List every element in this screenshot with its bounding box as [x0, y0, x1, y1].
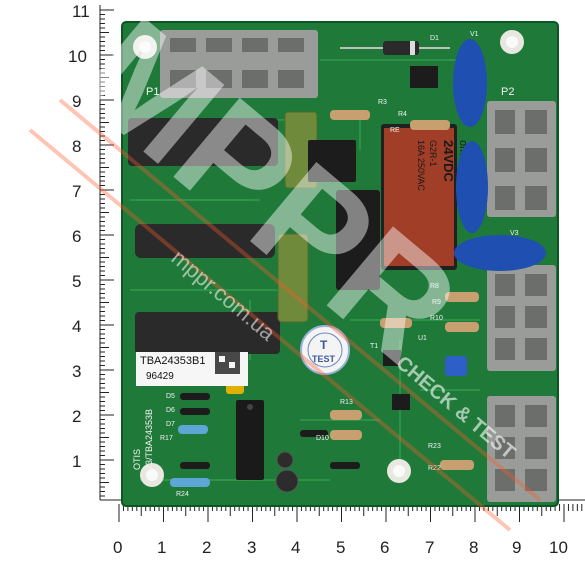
connector-right-top — [487, 101, 556, 217]
ruler-h-6: 6 — [380, 538, 389, 557]
part-number: TBA24353B1 — [140, 355, 205, 367]
ruler-v-10: 10 — [68, 47, 87, 66]
ruler-h-10: 10 — [549, 538, 568, 557]
ruler-h-3: 3 — [247, 538, 256, 557]
ruler-v-11: 11 — [72, 2, 90, 21]
relay-rating: 16A 250VAC — [416, 140, 426, 191]
ruler-h-9: 9 — [512, 538, 521, 557]
ref-d10: D10 — [316, 435, 329, 442]
ruler-v-1: 1 — [72, 452, 81, 471]
black-component — [336, 190, 380, 290]
mounting-hole-bm — [387, 459, 411, 483]
ref-d4: D4 — [166, 379, 175, 386]
ref-d6: D6 — [166, 407, 175, 414]
ruler-v-2: 2 — [72, 407, 81, 426]
mounting-hole-tl — [133, 35, 157, 59]
ruler-v-5: 5 — [72, 272, 81, 291]
ref-r3: R3 — [378, 99, 387, 106]
omron-relay — [381, 124, 457, 270]
test-sticker-letter: T — [320, 338, 328, 352]
varistor-v2 — [456, 141, 488, 233]
ref-r4: R4 — [398, 111, 407, 118]
ruler-h-4: 4 — [291, 538, 300, 557]
varistor-v1 — [453, 39, 487, 127]
ref-d1: D1 — [430, 35, 439, 42]
ref-v1: V1 — [470, 31, 479, 38]
ruler-v-3: 3 — [72, 362, 81, 381]
connector-p1-label: P1 — [146, 86, 159, 98]
test-sticker — [300, 325, 350, 375]
transistor-top — [410, 66, 438, 88]
ruler-v-4: 4 — [72, 317, 81, 336]
horizontal-ruler: 0 1 2 3 4 5 6 7 8 9 10 — [100, 499, 585, 557]
connector-p2-label: P2 — [501, 86, 514, 98]
serial-number: 96429 — [146, 371, 174, 382]
ruler-h-5: 5 — [336, 538, 345, 557]
ref-re: RE — [390, 127, 400, 134]
ruler-h-7: 7 — [425, 538, 434, 557]
connector-right-middle — [487, 265, 556, 371]
diode-d1 — [340, 41, 450, 55]
ref-r22: R22 — [428, 465, 441, 472]
transistor-t1 — [383, 350, 401, 366]
small-resistors — [170, 110, 479, 487]
ruler-h-8: 8 — [469, 538, 478, 557]
transistor-2 — [392, 394, 410, 410]
ref-d5: D5 — [166, 393, 175, 400]
ref-r10: R10 — [430, 315, 443, 322]
ruler-h-0: 0 — [113, 538, 122, 557]
ruler-v-9: 9 — [72, 92, 81, 111]
ref-t1: T1 — [370, 343, 378, 350]
test-sticker-word: TEST — [312, 354, 336, 364]
ref-r17: R17 — [160, 435, 173, 442]
relay-model: G2R-1 — [428, 140, 438, 167]
relay-voltage: 24VDC — [441, 140, 456, 183]
ref-r24: R24 — [176, 491, 189, 498]
ref-r8: R8 — [430, 283, 439, 290]
silk-otis: OTIS — [132, 449, 142, 470]
ruler-v-8: 8 — [72, 137, 81, 156]
varistor-v3 — [454, 235, 546, 271]
transistor-to220 — [308, 140, 356, 182]
ref-u1: U1 — [418, 335, 427, 342]
ref-r23: R23 — [428, 443, 441, 450]
vertical-ruler: 11 10 9 8 7 6 5 4 3 2 1 — [68, 2, 114, 500]
electrolytic-cap-1 — [275, 469, 299, 493]
pcb-board: P1 P2 om — [121, 21, 559, 507]
silk-board-code: 23/TBA24353B — [144, 409, 154, 470]
connector-p1 — [160, 30, 318, 98]
ref-v3: V3 — [510, 230, 519, 237]
ruler-v-6: 6 — [72, 227, 81, 246]
mounting-hole-bl — [140, 463, 164, 487]
part-label-sticker — [136, 352, 248, 386]
ruler-h-1: 1 — [157, 538, 166, 557]
capacitor-small — [277, 233, 309, 323]
power-resistors — [128, 118, 280, 354]
connector-right-bottom — [487, 396, 556, 502]
ruler-h-2: 2 — [202, 538, 211, 557]
mounting-hole-tr — [500, 30, 524, 54]
electrolytic-cap-2 — [276, 451, 294, 469]
ic-chip — [236, 400, 264, 480]
blue-trimmer — [445, 356, 467, 376]
ref-r9: R9 — [432, 299, 441, 306]
ref-r13: R13 — [340, 399, 353, 406]
ruler-v-7: 7 — [72, 182, 81, 201]
ref-d7: D7 — [166, 421, 175, 428]
